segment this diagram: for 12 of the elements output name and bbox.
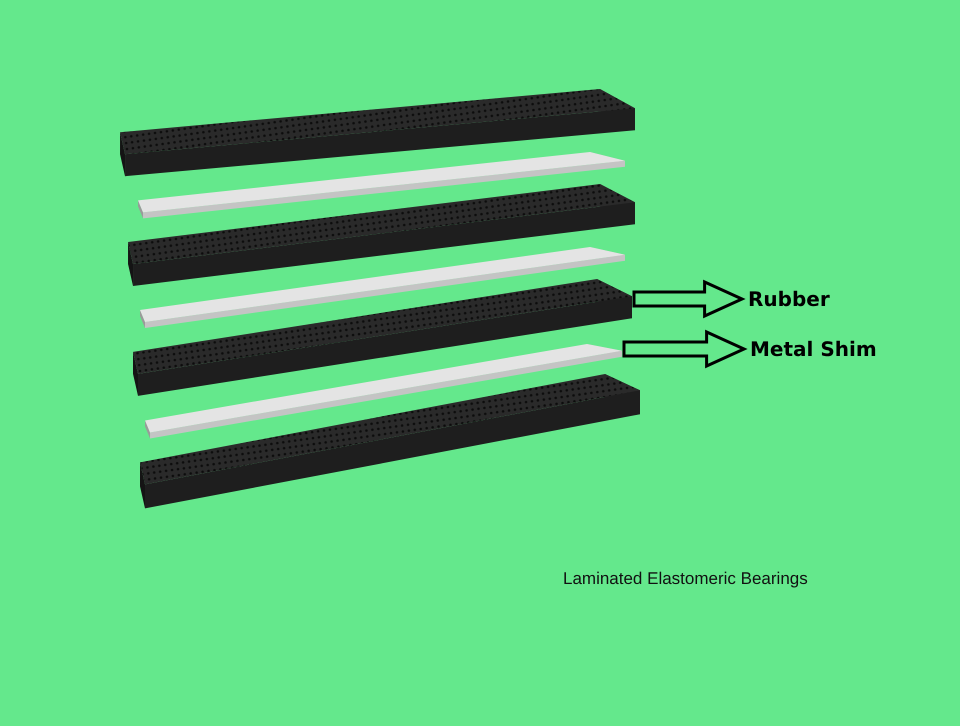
rubber-layer	[119, 88, 636, 177]
rubber-layer	[132, 278, 633, 397]
metal-shim-layer	[139, 246, 626, 329]
metal-shim-layer	[137, 150, 626, 219]
block-arrow	[622, 330, 748, 368]
rubber-layer	[139, 372, 641, 509]
caption: Laminated Elastomeric Bearings	[563, 569, 808, 589]
block-arrow	[632, 280, 746, 318]
part-label: Rubber	[748, 287, 830, 311]
metal-shim-layer	[144, 342, 623, 439]
part-label: Metal Shim	[750, 337, 877, 361]
rubber-layer	[127, 182, 636, 287]
